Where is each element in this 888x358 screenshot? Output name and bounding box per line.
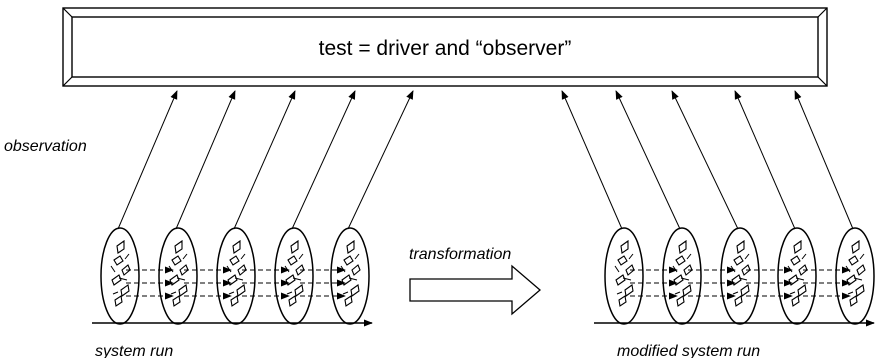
block-right-arrow-icon: [409, 264, 541, 316]
observation-arrow: [117, 90, 178, 230]
system-state-ellipse: [100, 227, 140, 325]
system-run-label: system run: [95, 343, 173, 358]
system-state-ellipse: [274, 227, 314, 325]
observation-label: observation: [4, 138, 87, 155]
observation-arrow: [175, 90, 236, 230]
observer-banner: test = driver and “observer”: [62, 7, 828, 87]
modified-system-run-group: [561, 90, 875, 327]
observation-arrow: [615, 90, 681, 230]
transformation-label: transformation: [409, 246, 511, 263]
state-component-icon: [845, 240, 866, 307]
system-run-group: [92, 90, 414, 327]
observation-arrow: [347, 90, 414, 230]
observation-arrow: [561, 90, 623, 230]
system-state-ellipse: [720, 227, 760, 325]
system-state-ellipse: [662, 227, 702, 325]
observation-arrow: [794, 90, 854, 230]
observation-arrow: [291, 90, 356, 230]
observation-arrow: [233, 90, 296, 230]
system-state-ellipse: [158, 227, 198, 325]
system-state-ellipse: [604, 227, 644, 325]
system-state-ellipse: [216, 227, 256, 325]
observation-arrow: [671, 90, 739, 230]
observation-arrow: [734, 90, 796, 230]
system-state-ellipse: [330, 227, 370, 325]
system-state-ellipse: [777, 227, 817, 325]
modified-system-run-label: modified system run: [617, 343, 760, 358]
system-state-ellipse: [835, 227, 875, 325]
banner-title: test = driver and “observer”: [319, 37, 572, 60]
